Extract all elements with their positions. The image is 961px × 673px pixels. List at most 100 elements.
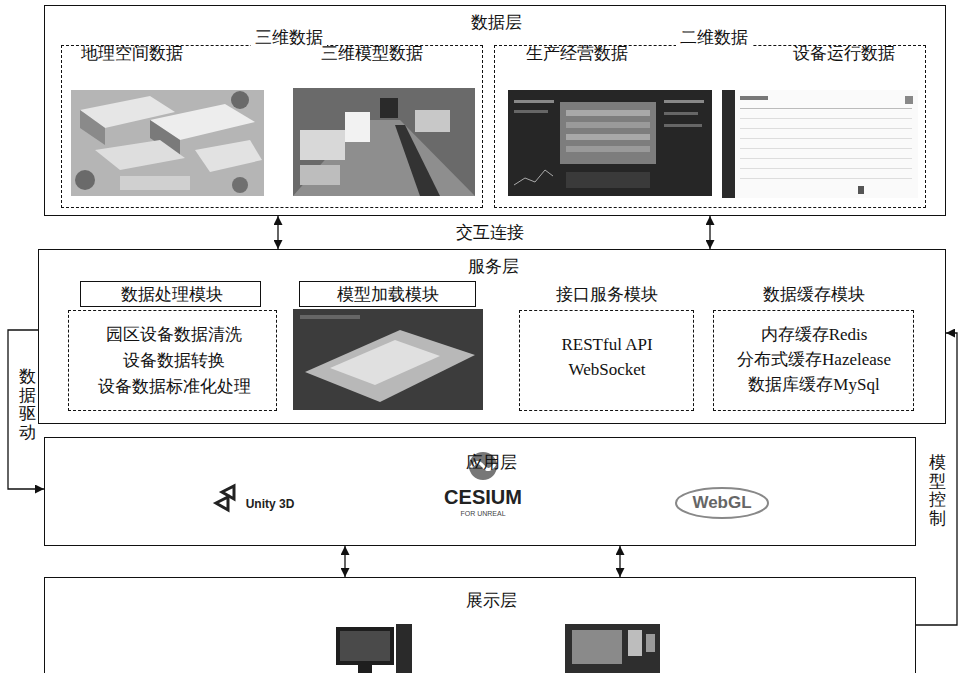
aerial-photo-part <box>120 176 190 190</box>
node-text: 生产经营数据 <box>526 44 628 64</box>
mobile-device-icon-part <box>628 630 642 656</box>
module-title: 园区设备数据清洗 <box>106 325 242 345</box>
connector-arrow <box>709 216 710 249</box>
desktop-icon-part <box>396 624 412 673</box>
logo-text: WebGL <box>692 493 751 513</box>
dashboard-screenshot-part <box>664 124 702 127</box>
table-screenshot-part <box>905 96 913 104</box>
logo-text: CESIUM <box>444 486 522 509</box>
node-text: WebSocket <box>569 360 646 380</box>
model-loading-screenshot-part <box>293 309 483 410</box>
node-text: 内存缓存Redis <box>761 325 868 345</box>
mobile-device-icon-part <box>572 630 622 664</box>
model-loading-screenshot <box>293 309 483 410</box>
dashboard-screenshot-part <box>508 90 712 196</box>
module-title-box: 数据处理模块 <box>80 281 261 307</box>
model-render-part <box>345 112 370 142</box>
aerial-photo <box>71 90 264 196</box>
module-title-box: 模型加载模块 <box>299 281 476 307</box>
data-group: 地理空间数据三维数据三维模型数据 <box>61 45 483 208</box>
desktop-icon-part <box>358 665 372 673</box>
dashboard-screenshot-part <box>566 110 650 116</box>
table-screenshot-part <box>740 158 912 159</box>
dashboard-screenshot-part <box>566 134 650 140</box>
aerial-photo-part <box>95 140 185 170</box>
node-text: 设备数据转换 <box>123 351 225 371</box>
layer-band: 数据处理模块园区设备数据清洗设备数据转换设备数据标准化处理模型加载模块 接口服务模… <box>38 249 946 424</box>
model-render-part <box>415 110 450 132</box>
desktop-icon-part <box>340 631 390 661</box>
table-screenshot-part <box>722 90 918 198</box>
aerial-photo-part <box>231 91 249 109</box>
data-group: 生产经营数据二维数据设备运行数据 <box>494 45 926 208</box>
table-screenshot-part <box>740 118 912 119</box>
aerial-photo-part <box>80 110 105 145</box>
node-text: 三维数据 <box>251 28 327 48</box>
unity-logo-part <box>216 497 228 510</box>
module-title: 数据缓存模块 <box>763 285 865 305</box>
connection-note: 交互连接 <box>456 221 524 244</box>
connector-label: 数据驱动 <box>19 368 36 443</box>
connector-label: 模型控制 <box>929 454 946 529</box>
node-text: 分布式缓存Hazelease <box>737 350 891 370</box>
table-screenshot-part <box>740 148 912 149</box>
table-screenshot-part <box>722 90 735 198</box>
module-box: 接口服务模块RESTful APIWebSocket <box>519 310 694 411</box>
dashboard-screenshot-part <box>514 110 548 113</box>
module-title: 接口服务模块 <box>556 285 658 305</box>
table-screenshot-part <box>858 186 864 194</box>
aerial-photo-part <box>75 170 95 190</box>
aerial-photo-part <box>195 140 262 172</box>
logo-text: Unity 3D <box>246 497 295 511</box>
layer-band: 地理空间数据三维数据三维模型数据生产经营数据二维数据设备运行数据数据层 <box>44 5 946 216</box>
connector-arrow <box>344 546 345 577</box>
mobile-device-icon-part <box>646 634 655 652</box>
dashboard-screenshot-part <box>566 122 650 128</box>
layer-band: 展示层 <box>44 577 916 673</box>
model-render-part <box>300 165 340 185</box>
node-text: 地理空间数据 <box>81 44 183 64</box>
node-text: 应用层 <box>466 453 517 473</box>
dashboard-screenshot-part <box>664 100 704 103</box>
model-render-part <box>293 88 475 196</box>
node-text: 服务层 <box>468 257 519 277</box>
desktop-icon <box>336 624 412 673</box>
table-screenshot-part <box>740 96 768 100</box>
table-screenshot-part <box>740 128 912 129</box>
logo-subtext: FOR UNREAL <box>460 510 505 517</box>
model-loading-screenshot-part <box>300 315 360 319</box>
node-text: RESTful API <box>561 335 652 355</box>
dashboard-screenshot-part <box>664 112 698 115</box>
connector-arrow <box>916 333 957 625</box>
model-loading-screenshot-part <box>305 330 475 402</box>
model-render-part <box>300 130 345 160</box>
node-text: 展示层 <box>466 591 517 611</box>
dashboard-screenshot-part <box>566 172 650 188</box>
node-text: 数据层 <box>471 13 522 33</box>
node-text: 数据库缓存MySql <box>748 375 879 395</box>
dashboard-screenshot <box>508 90 712 196</box>
mobile-device-icon <box>565 624 660 673</box>
webgl-logo <box>676 488 768 518</box>
connector-arrow <box>619 546 620 577</box>
table-screenshot-part <box>740 168 912 169</box>
module-box: 园区设备数据清洗设备数据转换设备数据标准化处理 <box>68 310 277 411</box>
webgl-logo-part <box>676 488 768 518</box>
table-screenshot-part <box>740 178 912 179</box>
connector-arrow <box>277 216 278 249</box>
aerial-photo-part <box>71 90 264 196</box>
table-screenshot <box>722 90 918 198</box>
table-screenshot-part <box>740 138 912 139</box>
mobile-device-icon-part <box>565 624 660 673</box>
model-render-part <box>395 125 440 196</box>
dashboard-screenshot-part <box>566 146 650 152</box>
module-box: 数据缓存模块内存缓存Redis分布式缓存Hazelease数据库缓存MySql <box>713 310 914 411</box>
dashboard-screenshot-part <box>514 170 553 185</box>
node-text: 二维数据 <box>676 28 752 48</box>
model-loading-screenshot-part <box>330 340 440 385</box>
node-text: 设备运行数据 <box>793 44 895 64</box>
desktop-icon-part <box>336 627 394 665</box>
table-screenshot-part <box>740 108 912 109</box>
dashboard-screenshot-part <box>514 100 554 103</box>
